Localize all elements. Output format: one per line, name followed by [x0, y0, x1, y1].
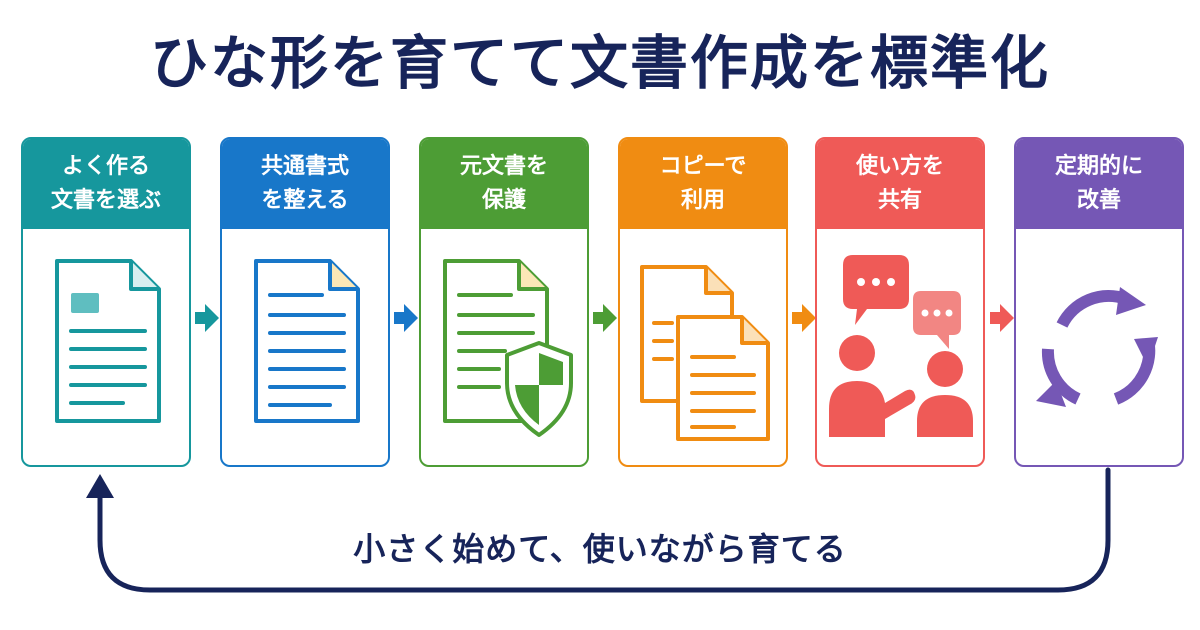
- step-card-select: よく作る 文書を選ぶ: [21, 137, 191, 467]
- step-card-share: 使い方を 共有: [815, 137, 985, 467]
- footer-slogan: 小さく始めて、使いながら育てる: [353, 530, 847, 568]
- document-icon: [55, 259, 161, 423]
- cycle-icon: [1036, 287, 1158, 407]
- step-card-format: 共通書式 を整える: [220, 137, 390, 467]
- step-title: 共通書式 を整える: [222, 139, 388, 229]
- step-card-protect: 元文書を 保護: [419, 137, 589, 467]
- step-title: よく作る 文書を選ぶ: [23, 139, 189, 229]
- shield-document-icon: [443, 259, 573, 437]
- page-title: ひな形を育てて文書作成を標準化: [149, 29, 1050, 97]
- arrow-icon: [990, 304, 1014, 332]
- step-title: 定期的に 改善: [1016, 139, 1182, 229]
- copy-documents-icon: [640, 265, 770, 441]
- step-title: 元文書を 保護: [421, 139, 587, 229]
- formatted-document-icon: [254, 259, 360, 423]
- step-title: 使い方を 共有: [817, 139, 983, 229]
- arrow-icon: [792, 304, 816, 332]
- arrow-icon: [195, 304, 219, 332]
- arrow-icon: [394, 304, 418, 332]
- step-card-copy: コピーで 利用: [618, 137, 788, 467]
- arrow-icon: [593, 304, 617, 332]
- step-card-improve: 定期的に 改善: [1014, 137, 1184, 467]
- step-title: コピーで 利用: [620, 139, 786, 229]
- people-chat-icon: [829, 255, 973, 437]
